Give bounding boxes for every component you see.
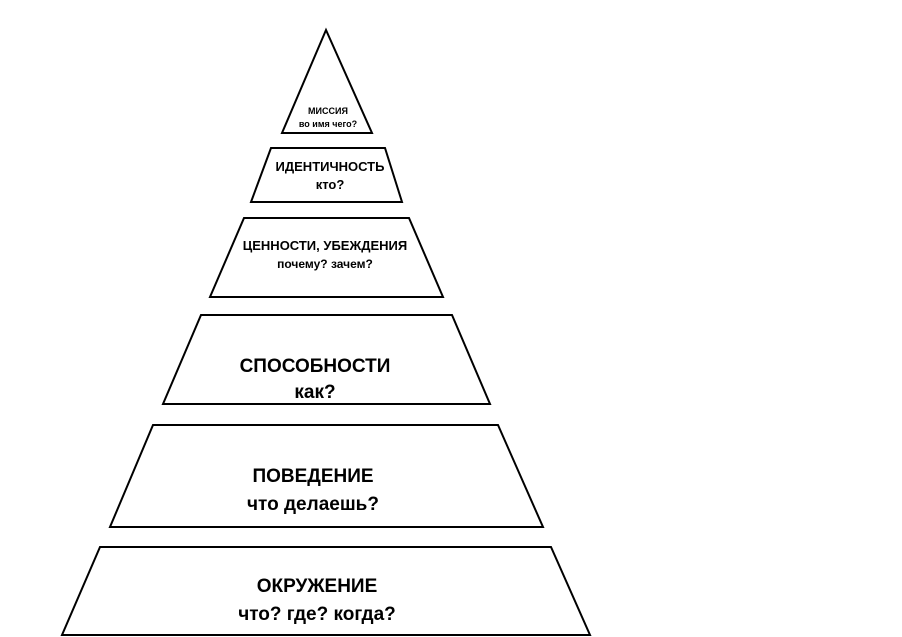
level-question: как? (294, 381, 336, 403)
level-title: ЦЕННОСТИ, УБЕЖДЕНИЯ (242, 238, 408, 253)
pyramid-level-behavior: ПОВЕДЕНИЕ что делаешь? (247, 463, 379, 518)
level-question: что? где? когда? (238, 603, 396, 625)
level-question: во имя чего? (298, 119, 358, 130)
pyramid-level-identity-shape (249, 147, 404, 203)
pyramid-level-identity: ИДЕНТИЧНОСТЬ кто? (276, 158, 385, 194)
pyramid-level-abilities-shape (161, 314, 492, 405)
level-title: ПОВЕДЕНИЕ (252, 466, 374, 487)
level-title: МИССИЯ (308, 106, 348, 116)
pyramid-level-environment-shape (60, 546, 592, 636)
level-question: почему? зачем? (277, 256, 373, 271)
pyramid-level-mission: МИССИЯ во имя чего? (299, 105, 357, 131)
level-question: что делаешь? (247, 493, 379, 515)
pyramid-level-values: ЦЕННОСТИ, УБЕЖДЕНИЯ почему? зачем? (243, 237, 408, 273)
level-title: СПОСОБНОСТИ (239, 356, 391, 377)
pyramid-level-abilities: СПОСОБНОСТИ как? (240, 354, 391, 405)
level-question: кто? (315, 177, 345, 193)
pyramid-level-mission-shape (280, 27, 374, 134)
pyramid-level-values-shape (208, 217, 445, 298)
level-title: ОКРУЖЕНИЕ (256, 576, 378, 597)
pyramid-level-environment: ОКРУЖЕНИЕ что? где? когда? (238, 573, 396, 628)
level-title: ИДЕНТИЧНОСТЬ (275, 159, 385, 174)
pyramid-level-behavior-shape (108, 424, 545, 528)
